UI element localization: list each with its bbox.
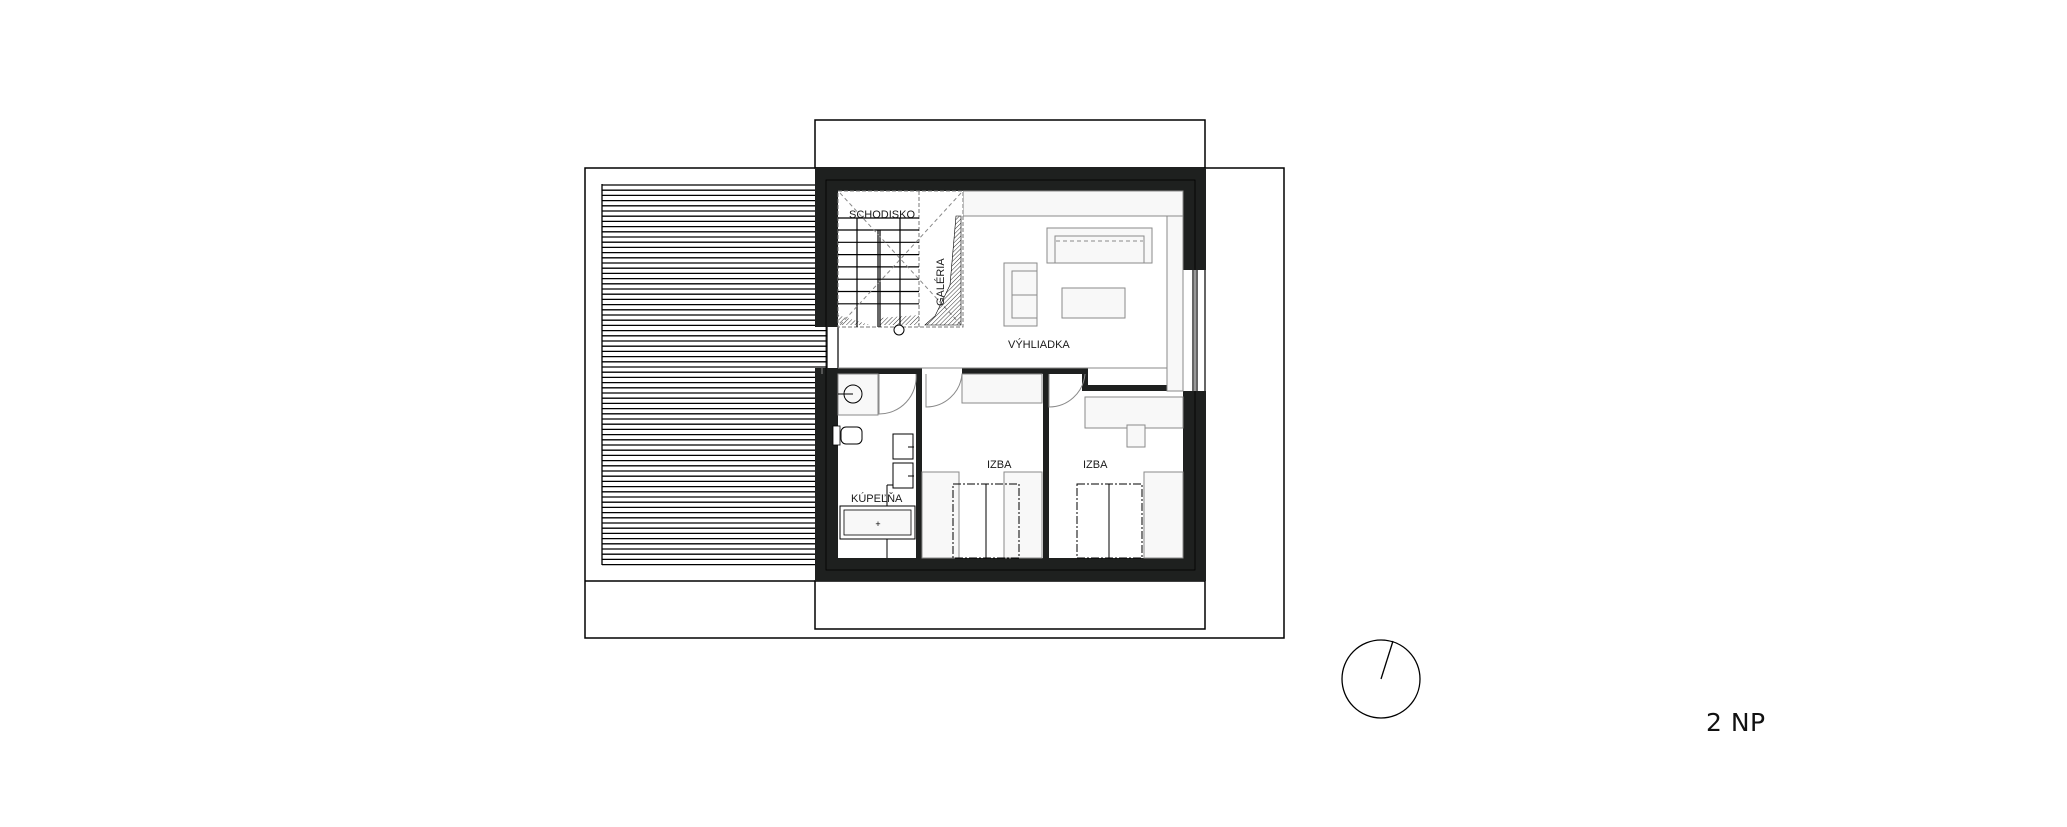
bathroom-fixtures: + — [832, 373, 916, 558]
room-2-furniture — [1076, 396, 1184, 559]
label-izba-1: IZBA — [987, 459, 1012, 471]
roof-hatch — [602, 184, 827, 566]
label-vyhliadka: VÝHLIADKA — [1008, 338, 1070, 351]
armchair — [1003, 262, 1038, 327]
svg-text:+: + — [875, 519, 880, 529]
coffee-table — [1061, 287, 1126, 319]
sofa — [1046, 227, 1153, 264]
label-schodisko: SCHODISKO — [849, 209, 915, 221]
window-right — [1192, 270, 1206, 391]
room-1-furniture — [921, 373, 1043, 559]
label-izba-2: IZBA — [1083, 459, 1108, 471]
lookout-floor — [838, 190, 1184, 392]
doors — [821, 368, 1086, 415]
floor-label: 2 NP — [1706, 708, 1766, 737]
label-galeria: GALÉRIA — [934, 258, 947, 306]
north-arrow-icon — [1341, 639, 1421, 719]
window-left — [826, 327, 839, 368]
wall-inner-lines — [825, 179, 1196, 571]
exterior-walls — [815, 168, 1206, 581]
label-kupelna: KÚPEĽŇA — [851, 492, 903, 505]
staircase — [837, 190, 964, 336]
